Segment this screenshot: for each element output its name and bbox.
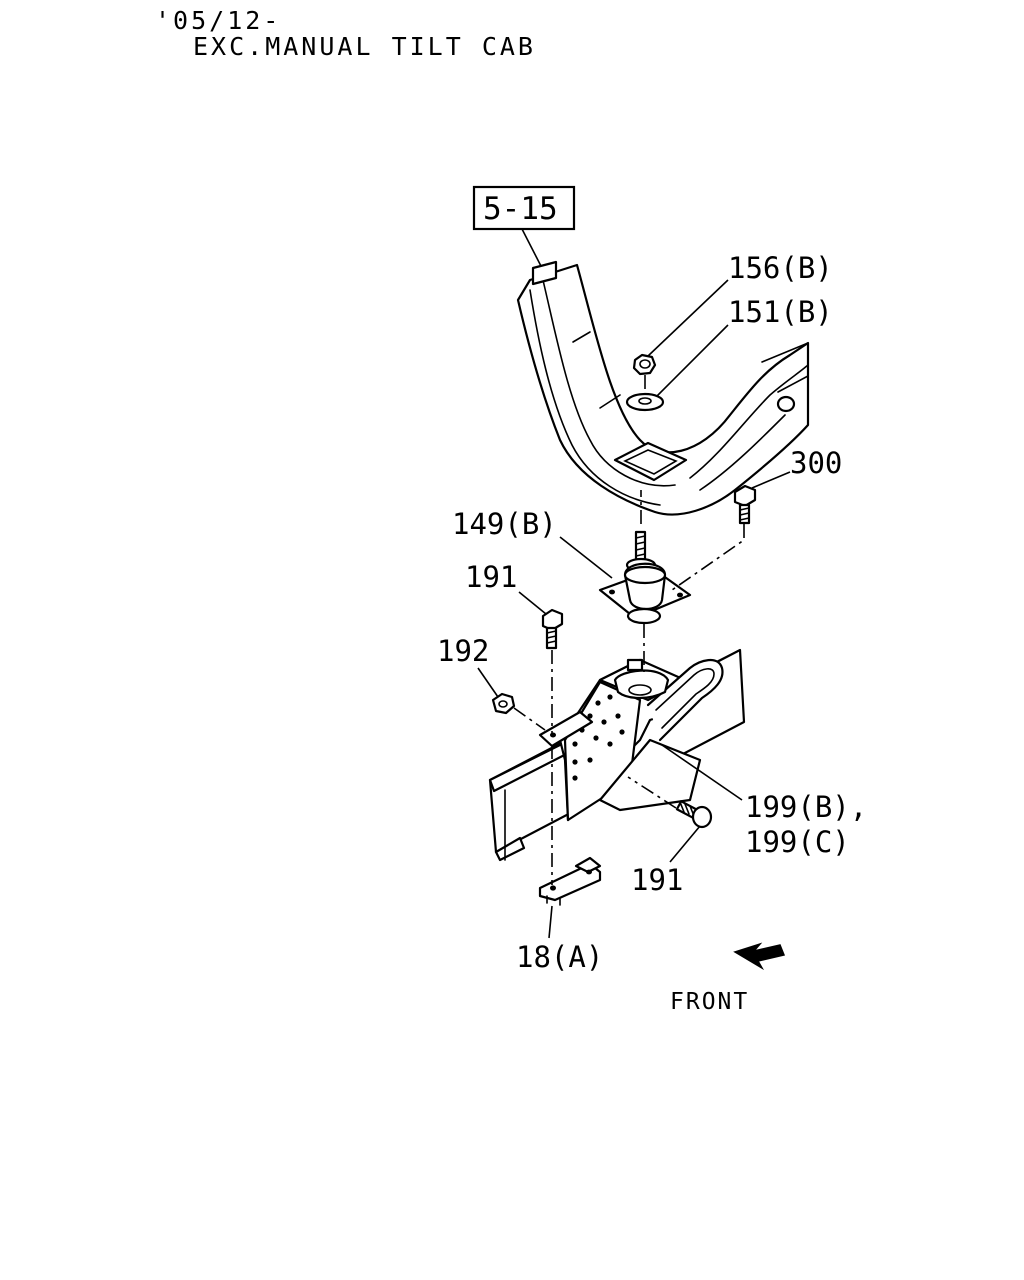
- callout-300[interactable]: 300: [790, 446, 842, 480]
- callout-192[interactable]: 192: [437, 634, 489, 668]
- leader-191-lower: [669, 825, 701, 863]
- plate-18a[interactable]: [538, 856, 602, 906]
- callout-199c[interactable]: 199(C): [745, 825, 850, 859]
- bolt-191-upper[interactable]: [541, 608, 564, 650]
- bracket-hole-pattern: [572, 694, 625, 781]
- leader-18a: [548, 905, 553, 939]
- callout-149b[interactable]: 149(B): [452, 507, 557, 541]
- applicability-note: EXC.MANUAL TILT CAB: [193, 32, 536, 61]
- callout-191-upper[interactable]: 191: [465, 560, 517, 594]
- nut-156b[interactable]: [632, 353, 657, 376]
- cab-mount-bracket: [516, 260, 810, 516]
- callout-199b[interactable]: 199(B),: [745, 790, 867, 824]
- reference-leader: [521, 228, 544, 271]
- callout-18a[interactable]: 18(A): [516, 940, 603, 974]
- bolt-191-lower[interactable]: [675, 800, 713, 829]
- callout-191-lower[interactable]: 191: [631, 863, 683, 897]
- leader-156b: [647, 279, 729, 357]
- nut-192[interactable]: [491, 692, 516, 715]
- washer-151b[interactable]: [625, 392, 665, 412]
- callout-151b[interactable]: 151(B): [728, 295, 833, 329]
- reference-box[interactable]: 5-15: [472, 185, 576, 231]
- leader-149b: [559, 536, 613, 579]
- date-code: '05/12-: [155, 6, 282, 35]
- alignment-line-bolt300: [671, 524, 745, 591]
- callout-156b[interactable]: 156(B): [728, 251, 833, 285]
- leader-191-upper: [518, 591, 547, 615]
- reference-box-label: 5-15: [483, 191, 558, 227]
- leader-199: [661, 744, 743, 801]
- front-label: FRONT: [670, 989, 749, 1015]
- leader-300: [751, 471, 791, 489]
- bolt-300[interactable]: [733, 484, 757, 525]
- rubber-mount-149b[interactable]: [598, 530, 692, 625]
- leader-151b: [656, 324, 729, 397]
- alignment-line-nut192: [513, 707, 546, 731]
- front-arrow-icon: [733, 942, 786, 971]
- leader-192: [477, 667, 499, 698]
- bracket-199[interactable]: [538, 658, 724, 822]
- alignment-line-bolt191-lower: [627, 776, 677, 809]
